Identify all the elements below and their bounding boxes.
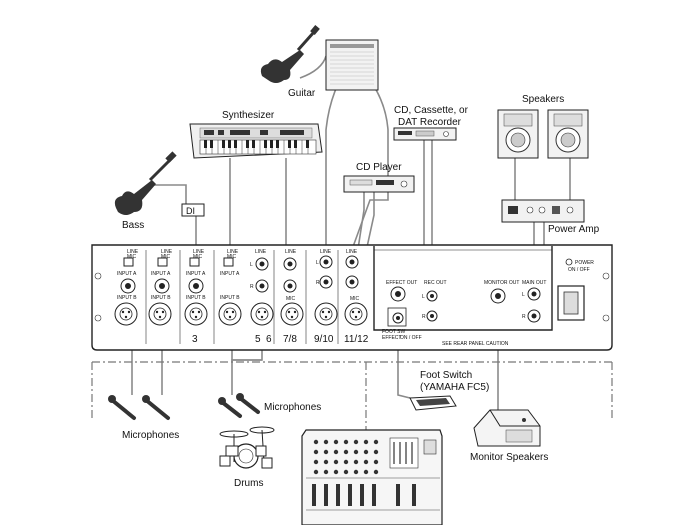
ch56-line-label: LINE	[255, 249, 267, 255]
ch1-mic-label: MIC	[127, 254, 137, 260]
caution-label: SEE REAR PANEL CAUTION	[442, 341, 509, 347]
recorder-label-line2: DAT Recorder	[398, 117, 462, 128]
channel-7-8-jacks	[280, 257, 304, 326]
ch-label-6: 6	[266, 334, 272, 345]
recorder-label-line1: CD, Cassette, or	[394, 105, 469, 116]
cables	[131, 55, 571, 410]
channel-5-6-jacks	[250, 257, 274, 326]
mixer-front-panel	[301, 429, 443, 525]
ch3-mic-label: MIC	[193, 254, 203, 260]
channel-3-4-jacks	[184, 257, 242, 326]
microphones-right	[218, 393, 260, 418]
ch4-input-a-label: INPUT A	[220, 271, 240, 277]
microphones-left-label: Microphones	[122, 430, 179, 441]
effect-label: EFFECT	[382, 335, 401, 341]
effect-out-label: EFFECT OUT	[386, 280, 417, 286]
monitor-speaker	[473, 409, 541, 447]
power-amp-label: Power Amp	[548, 224, 600, 235]
guitar-amp	[325, 39, 379, 91]
effect-on-off-label: ON / OFF	[400, 335, 422, 341]
monitor-speakers-label: Monitor Speakers	[470, 452, 548, 463]
ch-label-3: 3	[192, 334, 198, 345]
ch3-input-b-label: INPUT B	[186, 295, 206, 301]
rec-out-l-label: L	[422, 294, 425, 300]
monitor-out-jack	[490, 288, 506, 304]
power-amp	[501, 199, 585, 223]
ch1112-mic-label: MIC	[350, 296, 360, 302]
drums-label: Drums	[234, 478, 263, 489]
cd-player-label: CD Player	[356, 162, 402, 173]
synthesizer-label: Synthesizer	[222, 110, 275, 121]
rec-out-r-label: R	[422, 314, 426, 320]
foot-sw-label: FOOT SW	[382, 329, 406, 335]
rec-out-label: REC OUT	[424, 280, 447, 286]
channel-1-2-jacks	[114, 257, 172, 326]
main-out-l-label: L	[522, 292, 525, 298]
ch1112-line-label: LINE	[346, 249, 358, 255]
microphones-right-label: Microphones	[264, 402, 321, 413]
ch56-l-label: L	[250, 262, 253, 268]
synthesizer	[189, 123, 323, 159]
channel-9-10-jacks	[314, 255, 338, 326]
speakers-label: Speakers	[522, 94, 564, 105]
main-out-r-label: R	[522, 314, 526, 320]
bass-guitar	[114, 151, 177, 215]
ch4-input-b-label: INPUT B	[220, 295, 240, 301]
ch2-input-b-label: INPUT B	[151, 295, 171, 301]
ch2-input-a-label: INPUT A	[151, 271, 171, 277]
mixer-rear-panel	[91, 244, 613, 351]
ch56-r-label: R	[250, 284, 254, 290]
ch-label-9-10: 9/10	[314, 334, 334, 345]
main-out-jacks	[527, 287, 541, 323]
ch1-input-b-label: INPUT B	[117, 295, 137, 301]
ch-label-11-12: 11/12	[344, 334, 369, 345]
ch910-r-label: R	[316, 280, 320, 286]
microphones-left	[108, 395, 170, 420]
ch-label-7-8: 7/8	[283, 334, 297, 345]
channel-11-12-jacks	[344, 255, 368, 326]
ch4-line-label: LINE	[227, 249, 239, 255]
monitor-out-label: MONITOR OUT	[484, 280, 519, 286]
drum-kit	[219, 426, 275, 469]
ch910-line-label: LINE	[320, 249, 332, 255]
speaker-right	[547, 109, 589, 159]
guitar-label: Guitar	[288, 88, 316, 99]
di-label: DI	[186, 206, 195, 216]
main-out-label: MAIN OUT	[522, 280, 546, 286]
ch2-line-label: LINE	[161, 249, 173, 255]
ch-label-5: 5	[255, 334, 261, 345]
rec-out-jacks	[426, 290, 438, 322]
ch1-line-label: LINE	[127, 249, 139, 255]
speaker-left	[497, 109, 539, 159]
bass-label: Bass	[122, 220, 144, 231]
ch4-mic-label: MIC	[227, 254, 237, 260]
ch78-mic-label: MIC	[286, 296, 296, 302]
ch2-mic-label: MIC	[161, 254, 171, 260]
power-state-label: ON / OFF	[568, 267, 590, 273]
ch78-line-label: LINE	[285, 249, 297, 255]
ch3-input-a-label: INPUT A	[186, 271, 206, 277]
power-switch[interactable]	[557, 258, 585, 321]
cd-player	[343, 175, 415, 193]
ch910-l-label: L	[316, 260, 319, 266]
foot-switch	[409, 395, 457, 411]
guitar	[260, 25, 320, 83]
foot-switch-label-line2: (YAMAHA FC5)	[420, 382, 489, 393]
ch1-input-a-label: INPUT A	[117, 271, 137, 277]
foot-switch-label-line1: Foot Switch	[420, 370, 472, 381]
ch3-line-label: LINE	[193, 249, 205, 255]
recorder	[393, 127, 457, 141]
effect-out-jacks	[387, 286, 407, 327]
di-box	[181, 203, 205, 217]
power-label: POWER	[575, 260, 594, 266]
